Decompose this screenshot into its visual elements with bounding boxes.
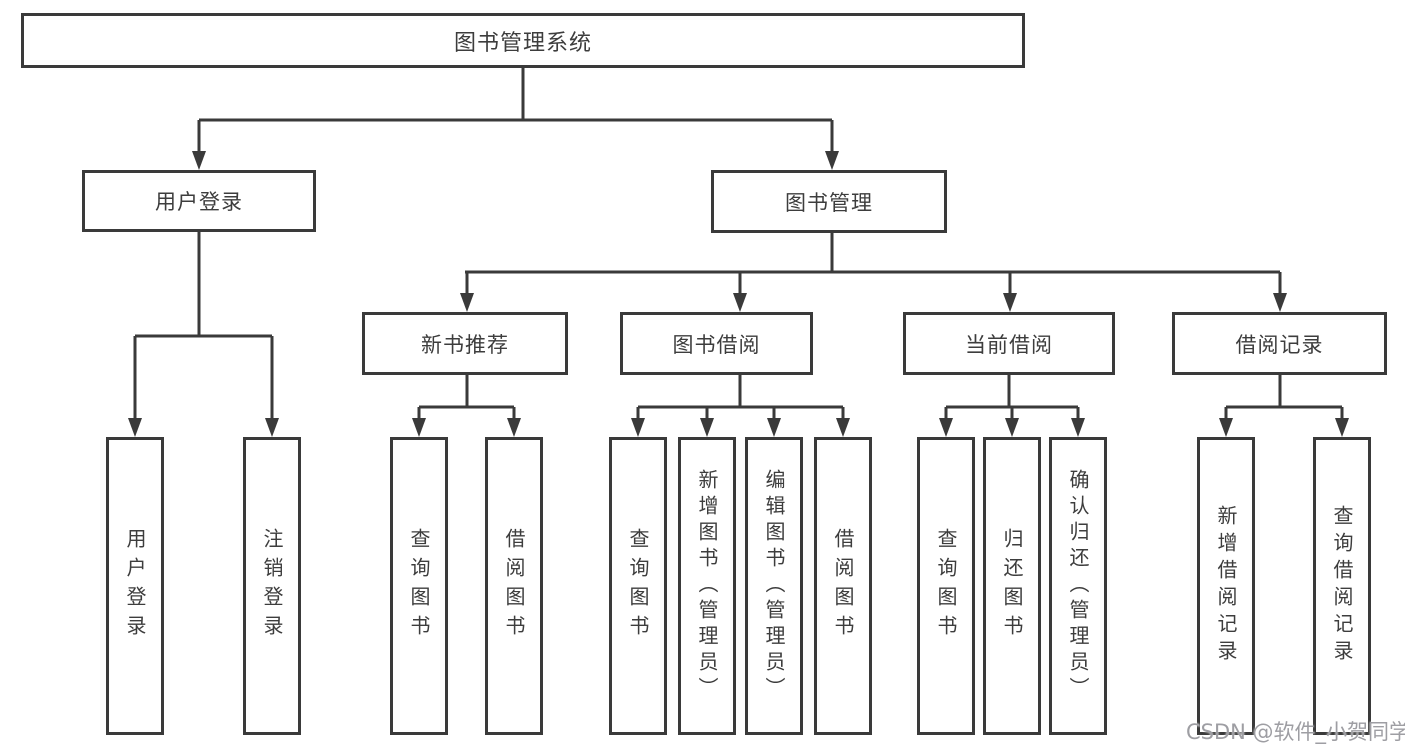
node-user-login: 用户登录 [82,170,316,232]
leaf-borrow-query-books: 查询图书 [609,437,667,735]
leaf-records-query-record: 查询借阅记录 [1313,437,1371,735]
node-borrow-records: 借阅记录 [1172,312,1387,375]
leaf-borrow-borrow-books: 借阅图书 [814,437,872,735]
node-book-management: 图书管理 [711,170,947,233]
csdn-watermark: CSDN @软件_小贺同学 [1186,720,1405,744]
leaf-current-return-books: 归还图书 [983,437,1041,735]
arrowheads [128,151,1349,437]
leaf-current-query-books: 查询图书 [917,437,975,735]
node-current-borrow: 当前借阅 [903,312,1115,375]
node-root-system: 图书管理系统 [21,13,1025,68]
node-book-borrow: 图书借阅 [620,312,813,375]
node-new-book-recommend: 新书推荐 [362,312,568,375]
leaf-borrow-edit-books-admin: 编辑图书（管理员） [745,437,803,735]
leaf-user-login: 用户登录 [106,437,164,735]
leaf-records-add-record: 新增借阅记录 [1197,437,1255,735]
leaf-rec-query-books: 查询图书 [390,437,448,735]
leaf-rec-borrow-books: 借阅图书 [485,437,543,735]
leaf-current-confirm-return-admin: 确认归还（管理员） [1049,437,1107,735]
leaf-logout: 注销登录 [243,437,301,735]
leaf-borrow-add-books-admin: 新增图书（管理员） [678,437,736,735]
